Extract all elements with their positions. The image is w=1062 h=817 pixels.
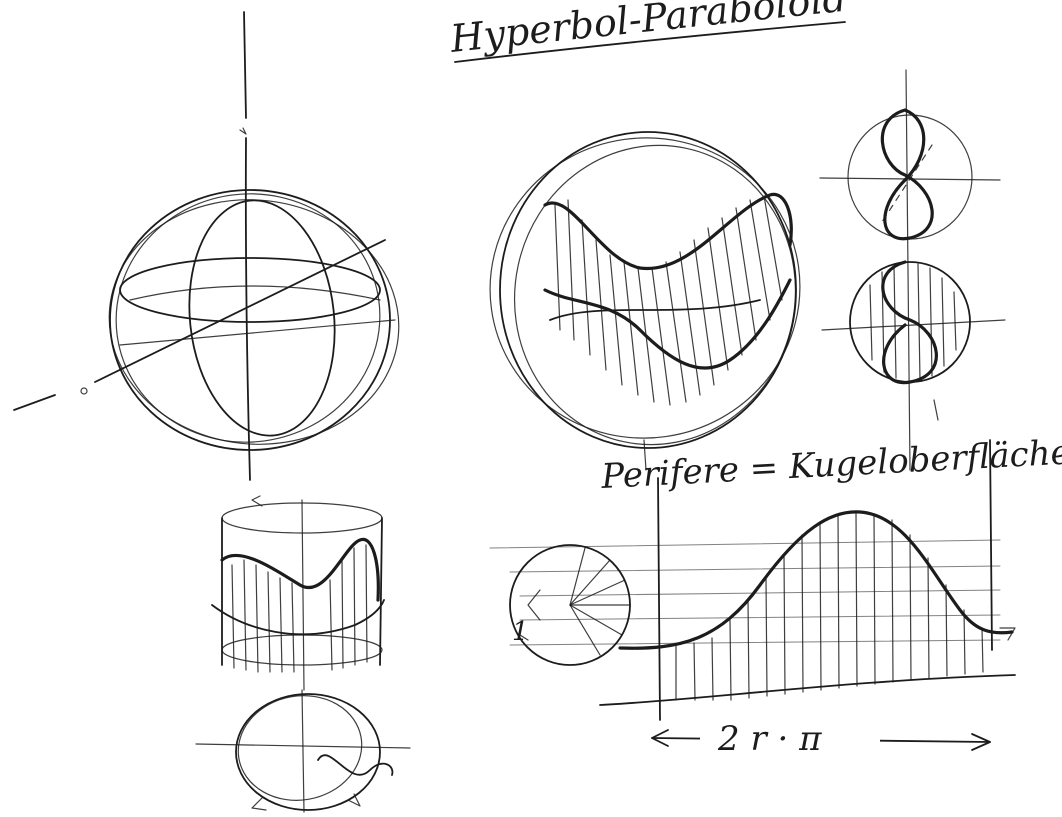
circle-spokes [569,547,631,656]
eight-bottom-hatch [869,263,957,381]
period-arrow-right [971,733,991,751]
figure-eight-spheres [819,69,1006,471]
axis-origin-mark [80,387,88,395]
period-end-line [989,439,993,651]
periphery-label-group: Perifere = Kugeloberfläche [599,432,1062,497]
period-label: 2 r · π [717,719,822,759]
period-arrow-left [651,729,669,747]
saddle-hatch [554,195,783,406]
saddle-upper-edge [543,192,793,271]
title-group: Hyperbol-Paraboloid [447,0,849,63]
cylinder-hatch [231,544,368,673]
sphere-equator [119,257,381,323]
z-axis-top [243,11,247,119]
sine-hatch [675,511,984,701]
saddle-lower-edge [543,278,792,370]
small-sphere-arrow [251,797,267,811]
saddle-curve-on-cylinder [220,537,380,602]
hyperbolic-paraboloid-sphere [489,131,801,471]
cylinder-rotation-arrow [251,495,263,507]
small-sphere-arrow-2 [347,793,361,807]
x-axis-stub [13,394,56,411]
small-sphere-outline [235,693,381,811]
sphere-with-axes [13,11,400,481]
small-sphere-bottom [195,689,411,813]
cylinder-right-edge [379,517,383,666]
title-underline [454,21,846,63]
saddle-sphere-outline-3 [489,137,801,439]
sketch-title: Hyperbol-Paraboloid [447,0,848,61]
small-sphere-wave [317,754,394,776]
saddle-sphere-tick [643,439,647,471]
saddle-mid-curve [549,299,761,321]
y-axis [94,239,386,383]
projection-lines [489,539,1001,646]
eight-top-dashed-diagonal [879,144,933,226]
period-label-backdrop [700,722,880,756]
radius-brace [519,589,541,641]
eight-top-loop [880,108,934,241]
cylinder-projection [211,495,385,691]
z-axis-tick [239,127,247,135]
small-sphere-vertical-axis [301,689,305,813]
small-sphere-outline-2 [237,695,363,801]
period-start-line [657,477,661,721]
sphere-chord-2 [129,285,381,301]
development-baseline [599,674,1016,706]
sphere-outline [109,189,391,451]
radius-mark: 1 [512,617,529,647]
cylinder-axis [301,499,305,691]
z-axis [244,137,251,481]
sphere-outline-3 [108,199,400,445]
eight-vertical-axis [905,69,911,471]
sine-curve [618,510,1014,650]
eight-bottom-sphere [849,261,971,383]
sphere-chord [119,319,396,346]
eight-bottom-loop [881,260,938,385]
eight-bottom-tick [933,399,939,421]
eight-bottom-horizontal [821,319,1006,331]
sine-development: 1 [489,439,1016,759]
saddle-lower-edge [211,599,385,636]
saddle-sphere-outline-2 [513,144,797,446]
sphere-meridian [188,199,336,437]
curve-end-mark [999,627,1016,641]
periphery-label: Perifere = Kugeloberfläche [599,432,1062,497]
